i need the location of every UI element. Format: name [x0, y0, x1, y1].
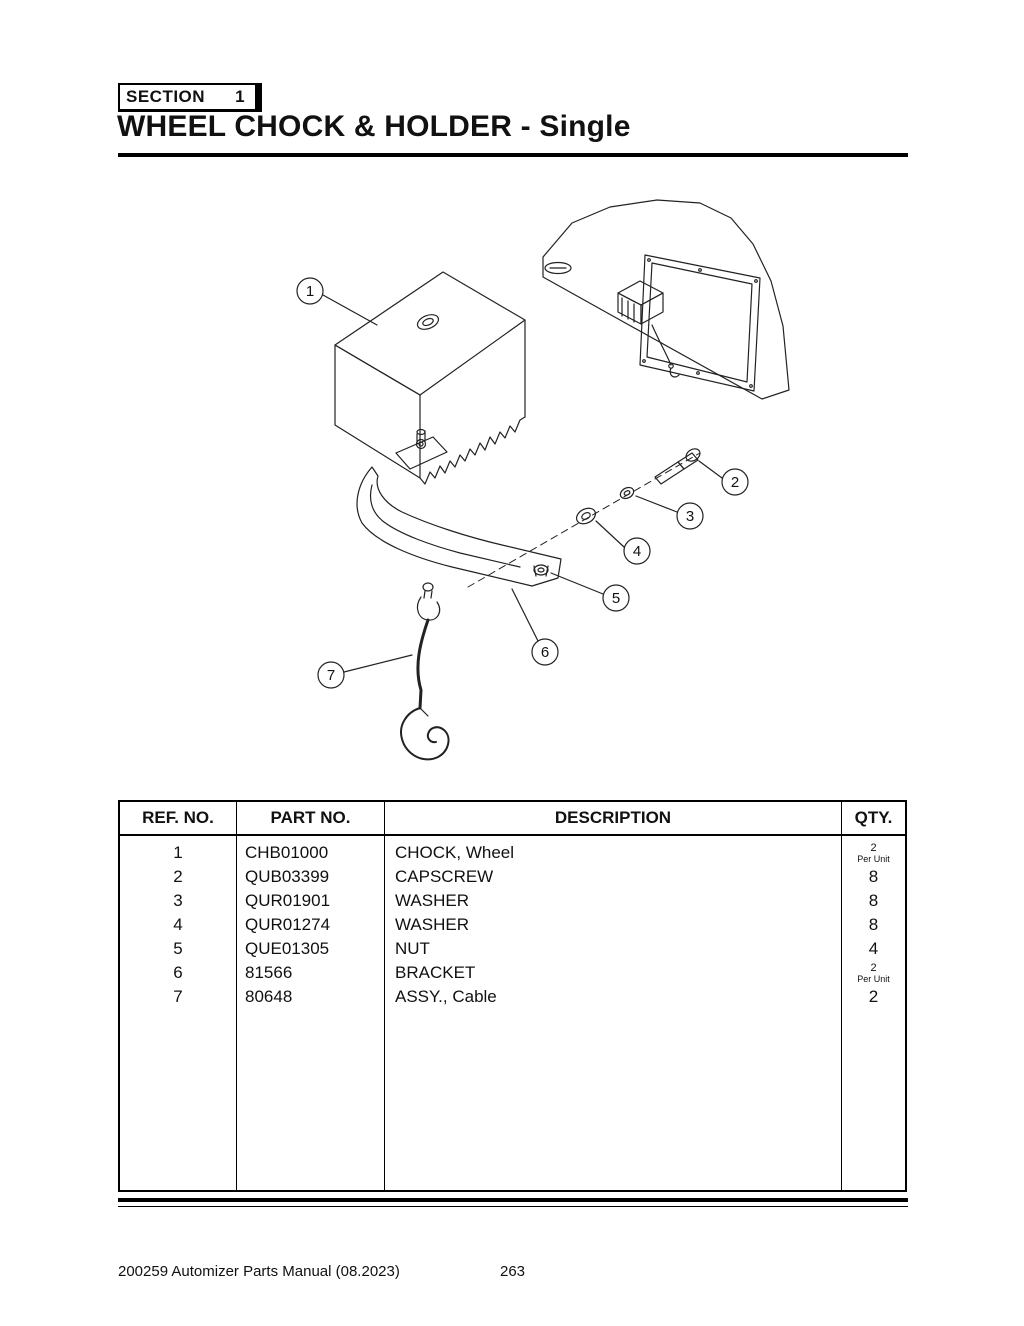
desc-cell: CHOCK, Wheel [395, 843, 515, 862]
fastener-axis-line [468, 453, 700, 587]
part-cell: QUE01305 [245, 939, 330, 958]
qty-value: 8 [868, 891, 879, 910]
callout-5-label: 5 [612, 590, 620, 607]
cable-hook [401, 708, 448, 759]
page-title: WHEEL CHOCK & HOLDER - Single [117, 110, 631, 143]
desc-cell: NUT [395, 939, 430, 958]
footer-manual-id: 200259 Automizer Parts Manual (08.2023) [118, 1263, 400, 1280]
qty-cell: 8 [842, 865, 905, 889]
qty-column: 2 Per Unit 8 8 8 4 [842, 836, 905, 1190]
ref-cell: 3 [173, 891, 183, 910]
qty-value: 2 [870, 961, 877, 974]
qty-cell: 2 Per Unit [842, 961, 905, 985]
qty-cell: 2 Per Unit [842, 841, 905, 865]
nut-drawing [534, 565, 548, 576]
header-part-no: PART NO. [237, 802, 385, 834]
washer-small-drawing [618, 485, 635, 500]
callout-1: 1 [297, 278, 377, 325]
ref-cell: 5 [173, 939, 183, 958]
chock-handle-hole [415, 312, 440, 332]
bottom-rule-thin [118, 1206, 908, 1207]
callout-4: 4 [596, 521, 650, 564]
section-number: 1 [235, 87, 246, 106]
desc-cell: BRACKET [395, 963, 476, 982]
callouts: 1 2 3 4 5 [297, 278, 748, 688]
qty-note: Per Unit [857, 853, 890, 864]
ref-cell: 2 [173, 867, 183, 886]
callout-3-label: 3 [686, 508, 694, 525]
title-rule [118, 153, 908, 157]
logo-oval [545, 263, 571, 274]
bottom-rule-thick [118, 1198, 908, 1202]
parts-table-header: REF. NO. PART NO. DESCRIPTION QTY. [120, 802, 905, 836]
cable-assembly-drawing [401, 597, 448, 759]
truck-inset-drawing [543, 200, 789, 399]
part-cell: 81566 [245, 963, 293, 982]
header-description: DESCRIPTION [385, 802, 842, 834]
ref-cell: 7 [173, 987, 183, 1006]
qty-cell: 2 [842, 985, 905, 1009]
callout-1-label: 1 [306, 283, 314, 300]
part-no-column: CHB01000 QUB03399 QUR01901 QUR01274 QUE0… [237, 836, 385, 1190]
qty-value: 8 [868, 915, 879, 934]
qty-note: Per Unit [857, 973, 890, 984]
callout-4-label: 4 [633, 543, 641, 560]
callout-5: 5 [551, 573, 629, 611]
capscrew-drawing [655, 446, 702, 484]
section-label: SECTION 1 [118, 83, 263, 112]
desc-cell: WASHER [395, 891, 469, 910]
desc-cell: ASSY., Cable [395, 987, 497, 1006]
callout-7-label: 7 [327, 667, 335, 684]
qty-value: 8 [868, 867, 879, 886]
bracket-drawing [357, 430, 561, 599]
header-qty: QTY. [854, 808, 893, 827]
qty-value: 2 [868, 987, 879, 1006]
callout-2: 2 [699, 461, 748, 495]
part-cell: QUR01901 [245, 891, 331, 910]
qty-cell: 8 [842, 913, 905, 937]
header-ref-no: REF. NO. [120, 802, 237, 834]
callout-6-label: 6 [541, 644, 549, 661]
desc-cell: WASHER [395, 915, 469, 934]
part-cell: QUR01274 [245, 915, 331, 934]
parts-table: REF. NO. PART NO. DESCRIPTION QTY. 1 2 3… [118, 800, 907, 1192]
section-word: SECTION [126, 87, 206, 106]
parts-table-body: 1 2 3 4 5 6 7 CHB01000 QUB03399 QUR01901… [120, 836, 905, 1190]
washer-large-drawing [574, 505, 598, 527]
ref-cell: 4 [173, 915, 183, 934]
ref-no-column: 1 2 3 4 5 6 7 [120, 836, 237, 1190]
wheel-chock-drawing [335, 272, 525, 484]
part-cell: 80648 [245, 987, 293, 1006]
qty-cell: 4 [842, 937, 905, 961]
callout-7: 7 [318, 655, 412, 688]
description-column: CHOCK, Wheel CAPSCREW WASHER WASHER NUT … [385, 836, 842, 1190]
desc-cell: CAPSCREW [395, 867, 494, 886]
qty-cell: 8 [842, 889, 905, 913]
ref-cell: 1 [173, 843, 183, 862]
callout-2-label: 2 [731, 474, 739, 491]
ref-cell: 6 [173, 963, 183, 982]
exploded-view-diagram: 1 2 3 4 5 [0, 185, 1024, 785]
qty-value: 2 [870, 841, 877, 854]
callout-3: 3 [636, 496, 703, 529]
callout-6: 6 [512, 589, 558, 665]
qty-value: 4 [868, 939, 879, 958]
footer-page-number: 263 [500, 1263, 526, 1280]
part-cell: CHB01000 [245, 843, 329, 862]
part-cell: QUB03399 [245, 867, 330, 886]
